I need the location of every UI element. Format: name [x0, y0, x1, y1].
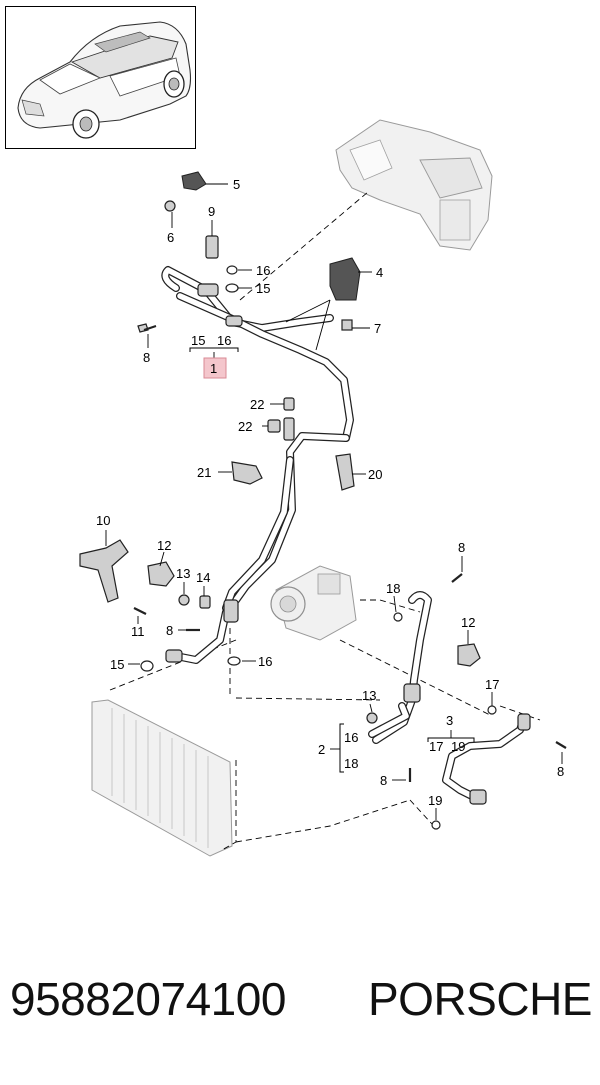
callout-19: 19: [428, 793, 442, 808]
bracket-3-right-label: 19: [451, 739, 465, 754]
callout-15-bottom: 15: [110, 657, 124, 672]
callout-12-right: 12: [461, 615, 475, 630]
bracket-2-bottom-label: 18: [344, 756, 358, 771]
callout-8-right-bottom: 8: [557, 764, 564, 779]
callout-9: 9: [208, 204, 215, 219]
callout-14: 14: [196, 570, 210, 585]
bracket-3-left-label: 17: [429, 739, 443, 754]
vehicle-thumbnail-frame: [5, 6, 196, 149]
callout-8-right-top: 8: [458, 540, 465, 555]
callout-18: 18: [386, 581, 400, 596]
vehicle-thumbnail-image: [17, 21, 192, 139]
bracket-group-3: [427, 730, 475, 742]
callout-11: 11: [131, 624, 145, 639]
parts: [79, 171, 567, 830]
bracket-group-1: [189, 347, 239, 379]
bracket-1-right-label: 16: [217, 333, 231, 348]
part-number: 95882074100: [10, 973, 286, 1025]
refrigerant-hose-line-3: [442, 713, 531, 805]
callout-3: 3: [446, 713, 453, 728]
refrigerant-hose-line-2: [368, 591, 432, 744]
callout-13-right: 13: [362, 688, 376, 703]
callout-16-top: 16: [256, 263, 270, 278]
callout-8-top-left: 8: [143, 350, 150, 365]
compressor-image: [270, 565, 357, 641]
callout-labels: 5 6 9 16 15 4 7 8 15 16 1 22 22 21 20 10…: [96, 177, 564, 808]
callout-13-left: 13: [176, 566, 190, 581]
bracket-group-2: [330, 723, 344, 773]
callout-17: 17: [485, 677, 499, 692]
callout-22-lower: 22: [238, 419, 252, 434]
callout-6: 6: [167, 230, 174, 245]
callout-21: 21: [197, 465, 211, 480]
hvac-housing-image: [335, 119, 493, 251]
callout-7: 7: [374, 321, 381, 336]
part-1-highlight: [203, 357, 227, 379]
refrigerant-hose-line-1: [161, 266, 354, 664]
callout-10: 10: [96, 513, 110, 528]
leader-lines: [105, 183, 563, 820]
callout-15-top: 15: [256, 281, 270, 296]
brand-name: PORSCHE: [368, 973, 592, 1025]
callout-16-bottom: 16: [258, 654, 272, 669]
callout-2: 2: [318, 742, 325, 757]
bracket-2-top-label: 16: [344, 730, 358, 745]
callout-20: 20: [368, 467, 382, 482]
callout-8-bottom-middle: 8: [380, 773, 387, 788]
callout-5: 5: [233, 177, 240, 192]
callout-12-left: 12: [157, 538, 171, 553]
callout-22-upper: 22: [250, 397, 264, 412]
callout-8-mid-left: 8: [166, 623, 173, 638]
condenser-image: [91, 699, 233, 857]
callout-1: 1: [210, 361, 217, 376]
bracket-1-left-label: 15: [191, 333, 205, 348]
callout-4: 4: [376, 265, 383, 280]
